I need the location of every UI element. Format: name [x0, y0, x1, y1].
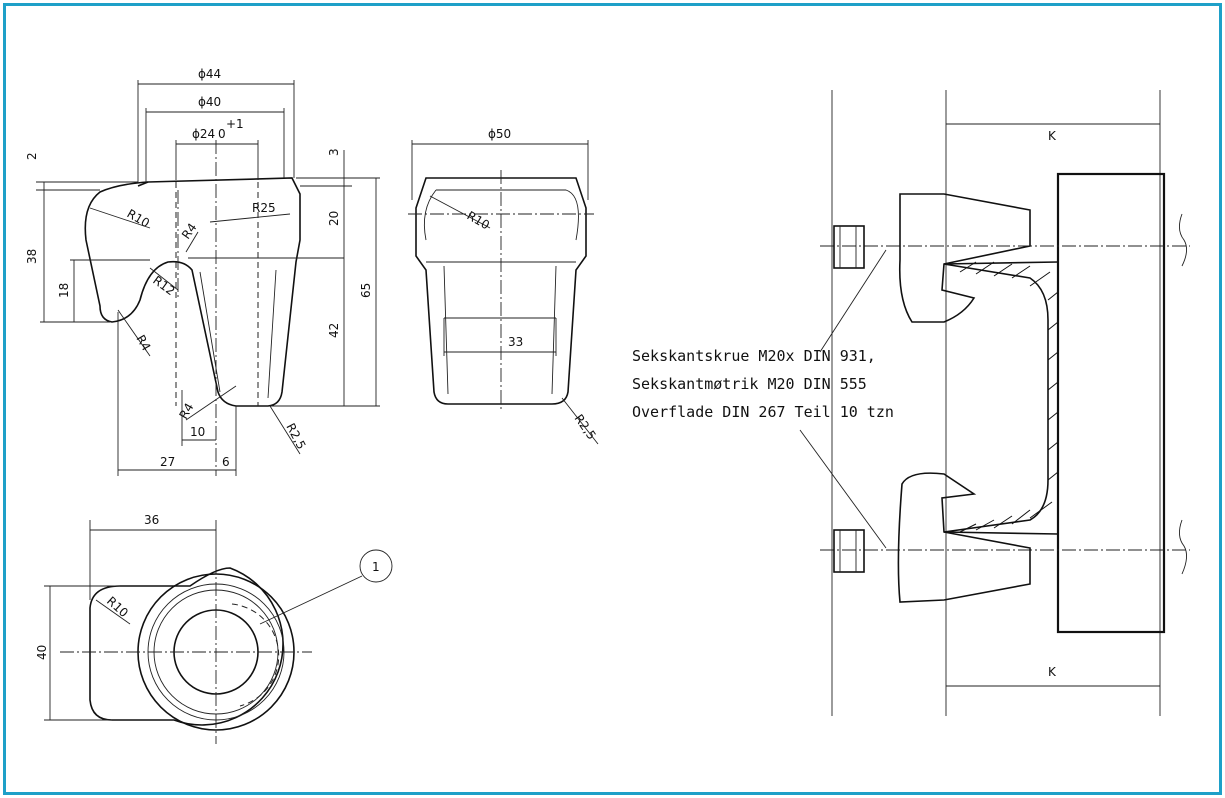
- dim-27: 27: [160, 455, 175, 469]
- dim-r2-5: R2,5: [283, 421, 308, 452]
- dim-2: 2: [25, 152, 39, 160]
- front-view-dimensions: [36, 80, 380, 476]
- mounting-plate: [1056, 172, 1166, 634]
- front-view-outline: [84, 177, 301, 407]
- dim-r4-left: R4: [133, 333, 153, 354]
- assembly-labels: Sekskantskrue M20x DIN 931, Sekskantmøtr…: [632, 129, 1057, 679]
- note-line-2: Sekskantmøtrik M20 DIN 555: [632, 375, 867, 393]
- dim-20: 20: [327, 211, 341, 226]
- dim-d40: ϕ40: [198, 95, 221, 109]
- top-view: [44, 520, 393, 744]
- drawing-frame: [3, 3, 1222, 795]
- dim-r12: R12: [150, 273, 177, 298]
- front-view: [84, 140, 344, 476]
- dim-33: 33: [508, 335, 523, 349]
- dim-18: 18: [57, 283, 71, 298]
- dim-10: 10: [190, 425, 205, 439]
- dim-6: 6: [222, 455, 230, 469]
- side-view: [408, 140, 599, 445]
- dim-36: 36: [144, 513, 159, 527]
- top-view-outline: [89, 567, 284, 726]
- dim-r25: R25: [252, 201, 276, 215]
- dim-side-r2-5: R2,5: [572, 412, 599, 442]
- front-view-labels: ϕ44 ϕ40 ϕ24 0 +1 2 38 18 3 20 65 42 R10 …: [25, 67, 373, 469]
- dim-side-r10: R10: [465, 208, 492, 232]
- dim-r4-top: R4: [179, 221, 200, 242]
- dim-d24: ϕ24: [192, 127, 215, 141]
- dim-38: 38: [25, 249, 39, 264]
- k-top-label: K: [1048, 129, 1057, 143]
- note-line-3: Overflade DIN 267 Teil 10 tzn: [632, 403, 894, 421]
- side-view-outline: [415, 177, 587, 405]
- top-view-labels: 36 40 R10 1: [35, 513, 380, 660]
- dim-d44: ϕ44: [198, 67, 221, 81]
- balloon-number: 1: [372, 560, 380, 574]
- dim-top-r10: R10: [104, 594, 131, 620]
- note-line-1: Sekskantskrue M20x DIN 931,: [632, 347, 876, 365]
- side-view-labels: ϕ50 R10 33 R2,5: [465, 127, 599, 442]
- dim-d50: ϕ50: [488, 127, 511, 141]
- dim-42: 42: [327, 323, 341, 338]
- dim-d24-tol-up: +1: [226, 117, 244, 131]
- dim-d24-tol: 0: [218, 127, 226, 141]
- dim-3: 3: [327, 148, 341, 156]
- dim-top-40: 40: [35, 645, 49, 660]
- k-bottom-label: K: [1048, 665, 1057, 679]
- assembly-view: [799, 90, 1190, 716]
- dim-65: 65: [359, 283, 373, 298]
- dim-r4-bottom: R4: [176, 401, 196, 422]
